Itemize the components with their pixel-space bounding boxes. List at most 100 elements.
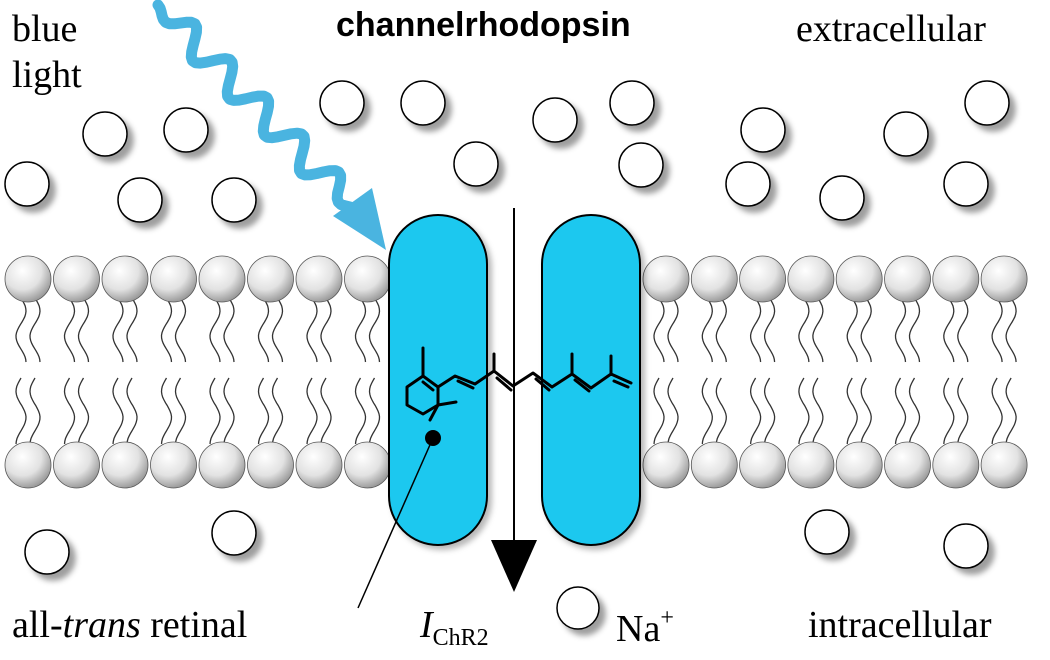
lipid-tail: [271, 297, 284, 363]
lipid-tail: [653, 377, 665, 445]
lipid-tail: [667, 297, 679, 363]
lipid-tail: [354, 297, 367, 363]
lipid-tail: [160, 377, 173, 445]
lipid-head: [4, 255, 52, 303]
label-extracellular: extracellular: [796, 8, 986, 50]
lipid-tail: [223, 377, 235, 445]
lipid-tail: [271, 377, 284, 445]
current-arrow-icon: [491, 208, 537, 592]
lipid-tail: [991, 297, 1003, 363]
lipid-tail: [174, 377, 187, 445]
legend-ion-icon: [556, 586, 600, 630]
lipid-tail: [763, 297, 776, 363]
lipid-tail: [798, 377, 810, 445]
sodium-ion: [532, 97, 578, 143]
lipid-head: [932, 255, 980, 303]
lipid-head: [101, 255, 149, 303]
lipid-head: [344, 255, 391, 303]
lipid-head: [150, 441, 197, 489]
current-subscript: ChR2: [432, 625, 489, 651]
lipid-tail: [653, 297, 665, 363]
sodium-ion: [453, 141, 499, 187]
label-current: IChR2: [420, 606, 489, 650]
lipid-head: [247, 255, 294, 303]
lipid-head: [642, 255, 690, 303]
retinal-prefix: all-: [12, 604, 63, 646]
lipid-tail: [209, 377, 221, 445]
lipid-tail: [1005, 297, 1017, 363]
lipid-tail: [798, 297, 810, 363]
sodium-ion: [211, 510, 257, 556]
sodium-ion: [740, 107, 786, 153]
lipid-head: [295, 441, 343, 489]
lipid-tail: [29, 297, 41, 363]
lipid-tail: [846, 297, 858, 363]
lipid-head: [835, 441, 883, 489]
sodium-ion: [163, 107, 209, 153]
lipid-tail: [223, 297, 235, 363]
lipid-tail: [812, 377, 824, 445]
lipid-tail: [63, 297, 76, 363]
lipid-head: [980, 441, 1028, 489]
lipid-head: [101, 441, 149, 489]
lipid-heads-outer: [4, 255, 1028, 303]
lipid-tail: [320, 377, 332, 445]
lipid-head: [980, 255, 1028, 303]
sodium-ion: [82, 111, 128, 157]
lipid-head: [247, 441, 294, 489]
lipid-tail: [894, 377, 907, 445]
sodium-ion: [819, 175, 865, 221]
lipid-head: [739, 255, 786, 303]
current-symbol: I: [420, 604, 433, 646]
sodium-ion: [4, 161, 50, 207]
sodium-ion: [943, 523, 989, 569]
lipid-tail: [126, 377, 138, 445]
sodium-ion: [609, 80, 655, 126]
lipid-tail: [368, 297, 381, 363]
lipid-tail: [29, 377, 41, 445]
lipid-head: [198, 441, 246, 489]
lipid-tail: [354, 377, 367, 445]
ion-name: Na: [616, 608, 661, 650]
retinal-pointer: [357, 430, 441, 609]
lipid-tail: [77, 297, 90, 363]
sodium-ion: [319, 80, 365, 126]
lipid-tail: [15, 297, 27, 363]
lipid-tail: [991, 377, 1003, 445]
sodium-ion: [618, 142, 664, 188]
lipid-head: [344, 441, 391, 489]
lipid-head: [150, 255, 197, 303]
lipid-tail: [715, 377, 727, 445]
label-intracellular: intracellular: [808, 604, 992, 646]
lipid-tail: [257, 297, 270, 363]
lipid-tail: [1005, 377, 1017, 445]
lipid-tail: [763, 377, 776, 445]
lipid-tail: [320, 297, 332, 363]
lipid-head: [884, 255, 931, 303]
lipid-head: [787, 441, 835, 489]
retinal-italic: trans: [62, 604, 141, 646]
lipid-head: [642, 441, 690, 489]
lipid-tail: [908, 377, 921, 445]
lipid-head: [690, 441, 738, 489]
light-arrowhead-icon: [333, 188, 386, 250]
retinal-molecule-icon: [405, 346, 633, 422]
retinal-suffix: retinal: [140, 604, 248, 646]
lipid-tail: [943, 377, 955, 445]
lipid-tail: [368, 377, 381, 445]
lipid-tail: [160, 297, 173, 363]
lipid-head: [787, 255, 835, 303]
lipid-tail: [112, 297, 124, 363]
lipid-head: [739, 441, 786, 489]
lipid-tail: [701, 297, 713, 363]
sodium-ion: [804, 509, 850, 555]
lipid-tail: [15, 377, 27, 445]
lipid-tail: [257, 377, 270, 445]
lipid-bilayer: [4, 255, 1028, 489]
lipid-tail: [957, 377, 969, 445]
sodium-ion: [24, 529, 70, 575]
lipid-tail: [306, 297, 318, 363]
lipid-tail: [715, 297, 727, 363]
lipid-heads-inner: [4, 441, 1028, 489]
